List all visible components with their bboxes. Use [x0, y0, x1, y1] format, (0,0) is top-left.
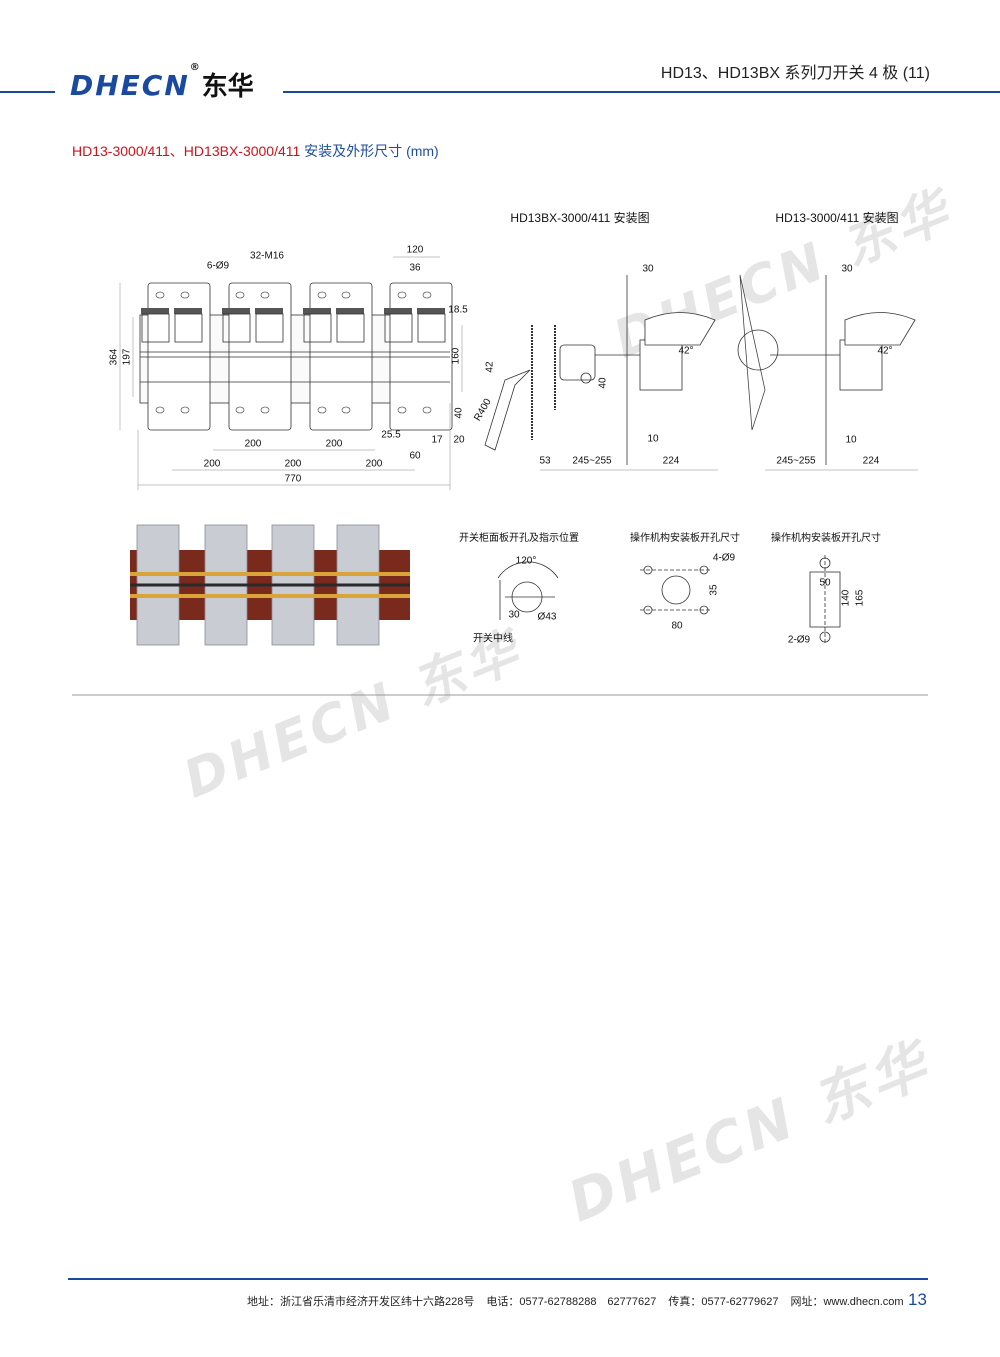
mount-plate-drawing-2: [809, 555, 841, 645]
logo-text: DHECN: [70, 69, 190, 102]
mount-plate-drawing-1: [640, 565, 712, 615]
dim-label: 30: [642, 263, 654, 275]
page-number: 13: [908, 1290, 927, 1309]
section-title-desc: 安装及外形尺寸 (mm): [300, 143, 439, 159]
dim-label: 53: [539, 455, 551, 467]
footer-contact: 地址：浙江省乐清市经济开发区纬十六路228号电话：0577-62788288 6…: [247, 1293, 916, 1309]
dim-label: 60: [409, 450, 421, 462]
dim-label: 770: [284, 473, 302, 485]
header-rule-left: [0, 91, 55, 93]
section-title: HD13-3000/411、HD13BX-3000/411 安装及外形尺寸 (m…: [72, 141, 439, 161]
bx-side-view-drawing: [484, 275, 718, 471]
dim-label: 200: [244, 438, 262, 450]
page-header-title: HD13、HD13BX 系列刀开关 4 极 (11): [660, 65, 930, 82]
dim-label: 32-M16: [250, 250, 284, 262]
dim-label: 40: [453, 407, 465, 419]
footer-website: 网址：www.dhecn.com: [790, 1296, 904, 1308]
footer-phone: 电话：0577-62788288 62777627: [486, 1296, 657, 1308]
dim-label: 18.5: [448, 304, 468, 316]
dim-label: 245~255: [776, 455, 816, 467]
dim-label: 35: [708, 584, 720, 596]
dim-label: 开关中线: [473, 633, 513, 645]
dim-label: 80: [671, 620, 683, 632]
dim-label: 245~255: [572, 455, 612, 467]
mount-plate-title-1: 操作机构安装板开孔尺寸: [630, 533, 740, 544]
dim-label: 42°: [877, 345, 893, 357]
front-view-drawing: [119, 256, 463, 490]
dim-label: 197: [121, 348, 133, 366]
dim-label: 25.5: [381, 429, 401, 441]
dim-label: 4-Ø9: [712, 552, 736, 564]
mount-plate-title-2: 操作机构安装板开孔尺寸: [771, 533, 881, 544]
dim-label: 200: [325, 438, 343, 450]
dim-label: 200: [284, 458, 302, 470]
logo-cn: 东华: [201, 72, 254, 102]
dim-label: 10: [845, 434, 857, 446]
dim-label: 42°: [678, 345, 694, 357]
section-title-model: HD13-3000/411、HD13BX-3000/411: [72, 143, 301, 159]
dim-label: 364: [108, 348, 120, 366]
dim-label: 224: [862, 455, 880, 467]
dim-label: 160: [450, 347, 462, 365]
dim-label: 50: [819, 577, 831, 589]
dim-label: 30: [508, 609, 520, 621]
dim-label: 40: [597, 377, 609, 389]
panel-cutout-drawing: [497, 561, 559, 620]
panel-cutout-title: 开关柜面板开孔及指示位置: [459, 533, 579, 544]
dim-label: 30: [841, 263, 853, 275]
product-photo: [130, 524, 410, 646]
hd-side-view-drawing: [737, 274, 918, 471]
dim-label: 120°: [515, 555, 537, 567]
brand-logo: DHECN®东华: [70, 62, 254, 103]
dim-label: 120: [406, 244, 424, 256]
header-rule: [283, 91, 1000, 93]
dim-label: 6-Ø9: [206, 260, 230, 272]
hd-install-caption: HD13-3000/411 安装图: [775, 211, 899, 225]
dim-label: Ø43: [537, 611, 557, 623]
dim-label: 36: [409, 262, 421, 274]
dim-label: 165: [854, 589, 866, 607]
footer-address: 地址：浙江省乐清市经济开发区纬十六路228号: [247, 1296, 475, 1308]
dim-label: 17: [431, 434, 443, 446]
dim-label: 42: [484, 361, 496, 373]
footer-fax: 传真：0577-62779627: [668, 1296, 779, 1308]
dim-label: 200: [203, 458, 221, 470]
dim-label: 200: [365, 458, 383, 470]
dim-label: 224: [662, 455, 680, 467]
dim-label: 10: [647, 433, 659, 445]
logo-reg: ®: [189, 62, 202, 73]
dim-label: 20: [453, 434, 465, 446]
bx-install-caption: HD13BX-3000/411 安装图: [510, 211, 650, 225]
dim-label: 140: [840, 589, 852, 607]
dim-label: 2-Ø9: [787, 634, 811, 646]
